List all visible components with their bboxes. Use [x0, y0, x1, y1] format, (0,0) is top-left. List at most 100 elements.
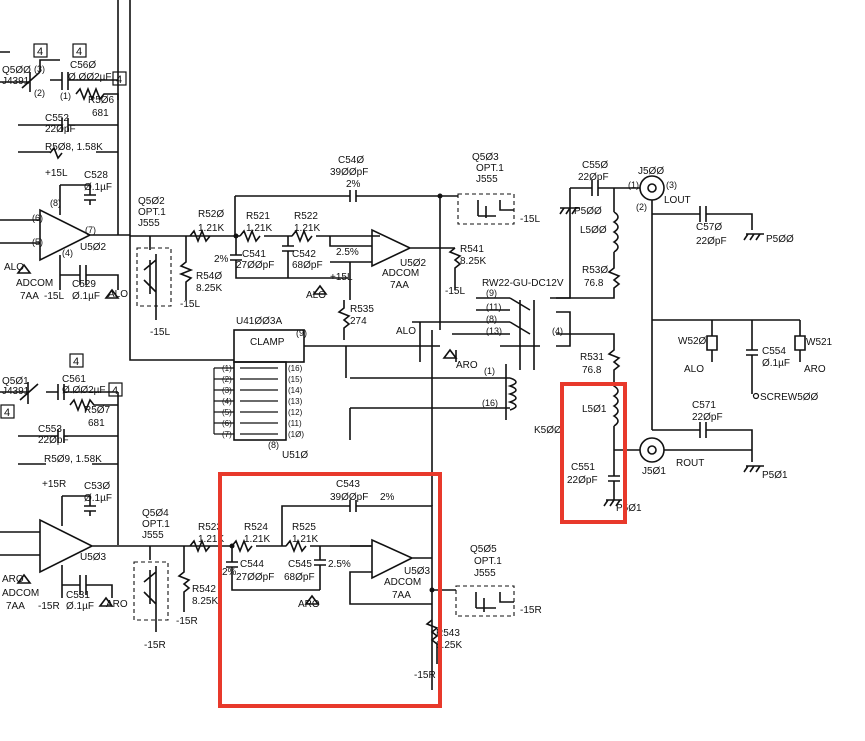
clamp-connections [129, 236, 440, 361]
note-box-number: 4 [4, 407, 10, 419]
q505-part: J555 [474, 568, 496, 579]
k500-label: K5ØØ [534, 425, 562, 436]
jumper-screw-stage: W52Ø ALO C554 Ø.1µF W521 ARO SCREW5ØØ [651, 319, 833, 430]
ground-label: P5ØØ [574, 206, 602, 217]
w520-label: W52Ø [678, 336, 707, 347]
relay-k500: RW22-GU-DC12V K5ØØ ALO ARO (9)(11)(8)(13… [345, 200, 571, 440]
supply-label: -15R [520, 605, 542, 616]
c560-value: Ø.ØØ2µF [68, 72, 112, 83]
pin-label: (4) [62, 248, 73, 258]
relay-pin-2: (11) [486, 302, 501, 312]
u503-opamp [0, 495, 130, 574]
c544-c545-capacitors [226, 546, 326, 591]
aro-label: ARO [456, 360, 478, 371]
c543-label: C543 [336, 479, 360, 490]
r522-value: 1.21K [294, 223, 320, 234]
aro-label: ARO [804, 364, 826, 375]
j500-bnc-connector [639, 175, 665, 201]
supply-label: -15R [144, 640, 166, 651]
c531-label: C531 [66, 590, 90, 601]
aro-ground [442, 348, 458, 359]
ground-label: P5Ø1 [762, 470, 788, 481]
c540-label: C54Ø [338, 155, 364, 166]
u502-filter-label: U5Ø2 [400, 258, 427, 269]
r531-value: 76.8 [582, 365, 602, 376]
q504-option: OPT.1 [142, 519, 170, 530]
c543-capacitor [281, 500, 433, 690]
c552-value: 22ØpF [45, 124, 76, 135]
c543-value: 39ØØpF [330, 492, 368, 503]
j501-label: J5Ø1 [642, 466, 666, 477]
supply-label: -15L [180, 299, 200, 310]
j501-bnc-connector [639, 437, 665, 463]
pin-label: (7) [85, 225, 96, 235]
alo-label: ALO [4, 262, 24, 273]
right-output-stage: R531 76.8 L5Ø1 C551 22ØpF P5Ø1 J5Ø1 ROUT… [556, 333, 788, 514]
clamp-pin-right-2: (15) [288, 375, 303, 384]
c528-value: Ø.1µF [84, 182, 112, 193]
supply-label: -15R [414, 670, 436, 681]
clamp-ic-u510: U41ØØ3A CLAMP (9) U51Ø (8) (1)(16)(2)(15… [129, 236, 440, 461]
c561-label: C561 [62, 374, 86, 385]
c529-value: Ø.1µF [72, 291, 100, 302]
adcom-label: ADCOM [382, 268, 419, 279]
aro-label: ARO [106, 599, 128, 610]
c554-value: Ø.1µF [762, 358, 790, 369]
w521-label: W521 [806, 337, 833, 348]
q504-option-box [133, 561, 169, 621]
c531-value: Ø.1µF [66, 601, 94, 612]
q503-option: OPT.1 [476, 163, 504, 174]
left-output-stage: C55Ø 22ØpF P5ØØ J5ØØ LOUT L5ØØ R53Ø 76.8… [556, 160, 794, 320]
r542-resistor [177, 546, 191, 612]
note-box [72, 43, 87, 58]
supply-label: -15L [520, 214, 540, 225]
r535-resistor [337, 300, 351, 340]
r530-value: 76.8 [584, 278, 604, 289]
r507-label: R5Ø7 [84, 405, 111, 416]
feedback-network-lower [18, 397, 118, 465]
pin-label: (3) [666, 180, 677, 190]
note-box [108, 382, 123, 397]
note-box [112, 71, 127, 86]
c545-value: 68ØpF [284, 572, 315, 583]
j500-label: J5ØØ [638, 166, 664, 177]
alo-ground [104, 288, 120, 299]
pin-label: (8) [50, 198, 61, 208]
q502-part: J555 [138, 218, 160, 229]
supply-label: +15R [42, 479, 66, 490]
supply-label: -15L [44, 291, 64, 302]
feedback-network [18, 60, 119, 235]
ground-label: P5Ø1 [616, 503, 642, 514]
c552-label: C552 [45, 113, 69, 124]
relay-pin-3: (8) [486, 314, 497, 324]
lower-left-input-stage: Q5Ø1 J4391 4 4 4 C561 Ø.ØØ2µF R5Ø7 681 C… [0, 353, 130, 612]
pin-label: (9) [296, 328, 307, 338]
ground-label: P5ØØ [766, 234, 794, 245]
adcom-label: ADCOM [16, 278, 53, 289]
r523-value: 1.21K [198, 534, 224, 545]
note-box [33, 43, 48, 58]
c542-label: C542 [292, 249, 316, 260]
q502-label: Q5Ø2 [138, 196, 165, 207]
r508-label: R5Ø8, 1.58K [45, 142, 103, 153]
junction-dot [437, 193, 443, 199]
r542-label: R542 [192, 584, 216, 595]
c541-tolerance: 2% [214, 254, 229, 265]
lout-output-wiring [614, 187, 753, 320]
junction-dot [229, 543, 235, 549]
q504-fet [143, 546, 157, 632]
q501-label: Q5Ø1 [2, 376, 29, 387]
aro-ground [304, 594, 320, 605]
r535-label: R535 [350, 304, 374, 315]
pin-label: (6) [32, 213, 43, 223]
q502-option: OPT.1 [138, 207, 166, 218]
relay-pin-6: (1) [484, 366, 495, 376]
j500-center-pin [647, 183, 657, 193]
r520-value: 1.21K [198, 223, 224, 234]
c561-value: Ø.ØØ2µF [62, 385, 106, 396]
c545-tolerance: 2.5% [328, 559, 351, 570]
r521-label: R521 [246, 211, 270, 222]
relay-name: RW22-GU-DC12V [482, 278, 564, 289]
u502-supply [16, 255, 119, 290]
pin-label: (1) [60, 91, 71, 101]
